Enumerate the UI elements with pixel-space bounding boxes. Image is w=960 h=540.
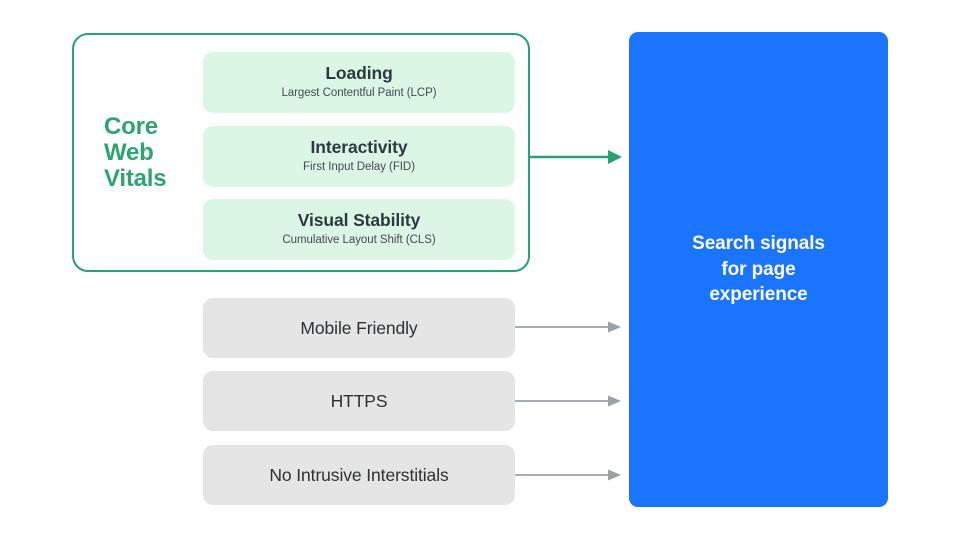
search-signals-result-text: Search signals for page experience: [692, 233, 825, 306]
metric-subtitle-loading: Largest Contentful Paint (LCP): [281, 86, 437, 99]
arrow-https-to-result: [515, 395, 621, 407]
arrow-core-web-vitals-to-result: [528, 150, 622, 164]
arrow-mobile-friendly-to-result: [515, 321, 621, 333]
metric-title-visual-stability: Visual Stability: [297, 210, 421, 231]
metric-subtitle-visual-stability: Cumulative Layout Shift (CLS): [282, 233, 436, 246]
signal-label-https: HTTPS: [330, 390, 388, 411]
metric-title-loading: Loading: [325, 63, 393, 84]
signal-label-no-intrusive-interstitials: No Intrusive Interstitials: [269, 464, 449, 485]
signal-card-no-intrusive-interstitials[interactable]: No Intrusive Interstitials: [203, 445, 515, 505]
core-web-vitals-group-label-line2: Web: [104, 139, 154, 166]
arrow-no-intrusive-interstitials-to-result: [515, 469, 621, 481]
metric-card-loading[interactable]: Loading Largest Contentful Paint (LCP): [203, 52, 515, 113]
metric-subtitle-interactivity: First Input Delay (FID): [303, 160, 415, 173]
search-signals-result-panel[interactable]: Search signals for page experience: [629, 32, 888, 507]
core-web-vitals-group-label: Core: [104, 113, 158, 140]
core-web-vitals-group: [72, 33, 530, 272]
signal-card-mobile-friendly[interactable]: Mobile Friendly: [203, 298, 515, 358]
signal-card-https[interactable]: HTTPS: [203, 371, 515, 431]
metric-card-visual-stability[interactable]: Visual Stability Cumulative Layout Shift…: [203, 199, 515, 260]
metric-card-interactivity[interactable]: Interactivity First Input Delay (FID): [203, 126, 515, 187]
metric-title-interactivity: Interactivity: [310, 137, 408, 158]
core-web-vitals-group-label-line3: Vitals: [104, 165, 167, 192]
signal-label-mobile-friendly: Mobile Friendly: [300, 317, 418, 338]
